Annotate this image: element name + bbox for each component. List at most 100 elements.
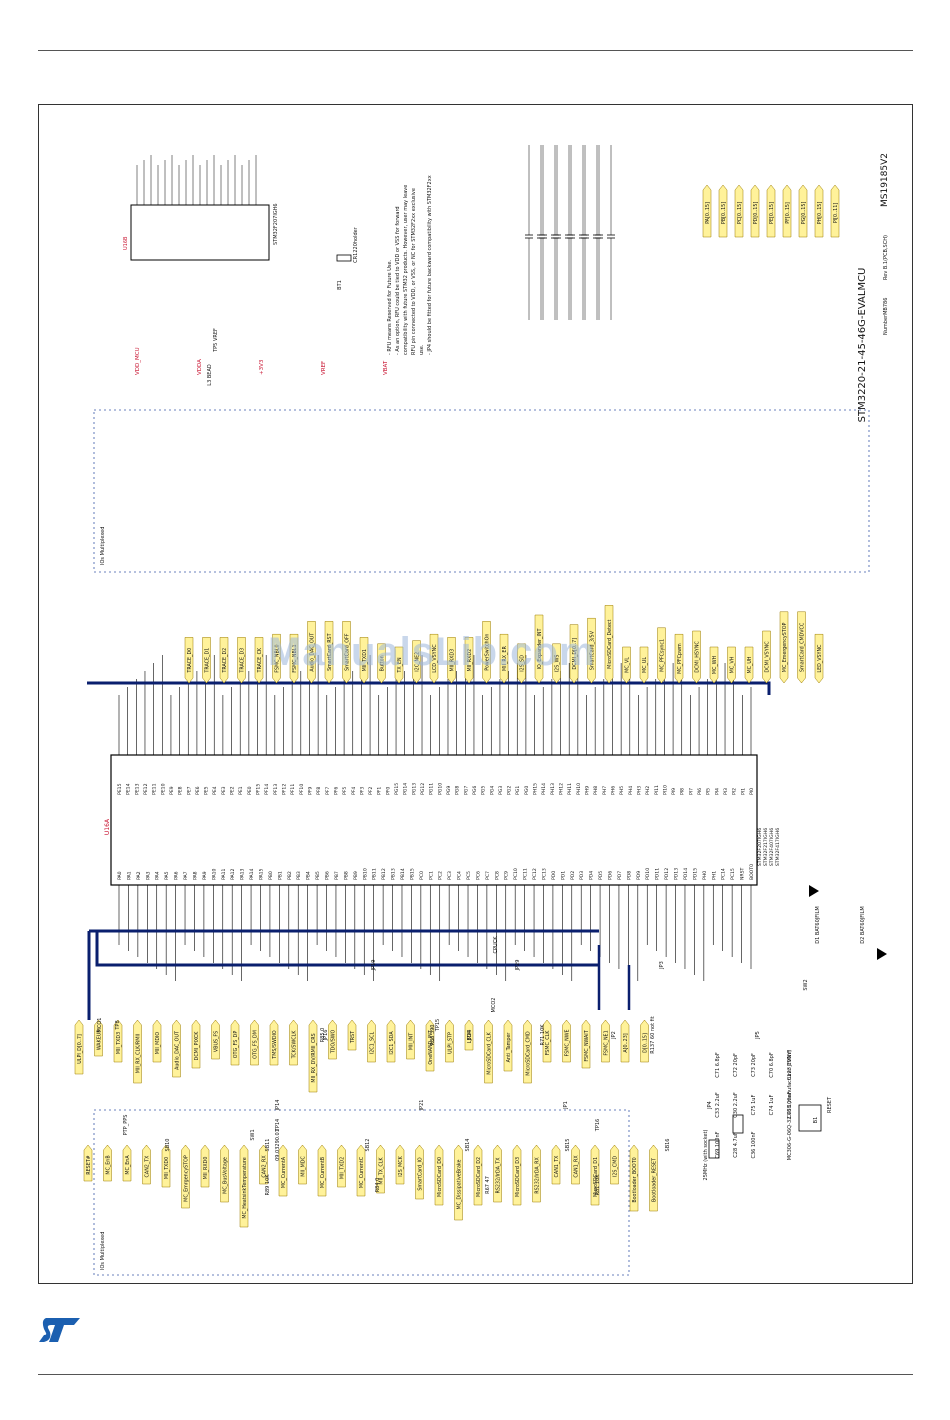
pin-pd5: PD5 (598, 871, 604, 880)
pin-pg10: PG10 (437, 783, 443, 795)
bottom-tag-4: MII_MDIO (155, 1032, 161, 1055)
top-tag-1-flag (202, 637, 211, 684)
pin-pa1: PA1 (126, 871, 132, 880)
pin-pe13: PE13 (134, 783, 140, 795)
reset-button (798, 1104, 822, 1132)
battery-part-label: CR1220holder (353, 226, 359, 263)
top-tag-12: TX_EN (397, 657, 403, 674)
pin-ph11: PH11 (567, 783, 573, 795)
solder-bridge-label: SB16 (665, 1139, 671, 1152)
bottom-tag-14: TRST (350, 1031, 356, 1044)
pin-pf9: PF9 (307, 787, 313, 795)
bottom-tag-50: MicroSDCard_D2 (476, 1157, 482, 1197)
jumper-label: JP3 (659, 961, 665, 970)
bottom-tag-47-flag (415, 1144, 424, 1200)
pin-pg9: PG9 (446, 786, 452, 795)
resistor-label: R71 10K (540, 1024, 546, 1046)
mcu-ref: U16A (104, 818, 111, 835)
top-tag-11: Button (380, 655, 386, 671)
bottom-tag-28-flag (620, 1019, 630, 1063)
bottom-tag-15: I2C1_SCL (370, 1032, 376, 1055)
power-net: VDD_MCU (135, 347, 141, 375)
bottom-tag-59-flag (649, 1144, 658, 1212)
top-tag-17-flag (482, 621, 491, 684)
pin-pg4: PG4 (489, 786, 495, 795)
pin-ph14: PH14 (541, 783, 547, 795)
capacitor-label: C75 1uF (751, 1095, 757, 1116)
bottom-tag-56: MicroSDCard_D1 (593, 1157, 599, 1197)
bottom-tag-9: OTG_FS_DM (253, 1030, 259, 1059)
top-tag-16-flag (464, 637, 474, 684)
jumper-label: JP2 (611, 1031, 617, 1040)
pin-pg0: PG0 (524, 786, 530, 795)
port-tag-7-flag (814, 184, 824, 238)
top-tag-11-flag (377, 643, 386, 684)
pin-pc0: PC0 (419, 871, 425, 880)
top-tag-30: MC_WH (712, 655, 718, 674)
top-tag-4: TRACE_CK (257, 647, 263, 673)
bottom-tag-5: Audio_DAC_OUT (175, 1031, 181, 1070)
capacitor-label: C68 100nF (787, 1091, 793, 1118)
bottom-tag-22-flag (503, 1019, 513, 1072)
pin-ph10: PH10 (576, 783, 582, 795)
top-tag-33-flag (762, 630, 771, 684)
bottom-tag-32-flag (122, 1144, 132, 1182)
bottom-tag-56-flag (590, 1144, 600, 1206)
mcu-variant: STM32F207IGH6 (757, 828, 763, 866)
design-note: - RFU means Reserved for Future Use. (387, 259, 393, 355)
top-tag-8-flag (324, 621, 334, 684)
test-point-label: TP16 (595, 1119, 601, 1132)
mcu-variant: STM32F217IGH6 (763, 828, 769, 866)
bottom-tag-55-flag (571, 1144, 580, 1185)
sheet-number: NumberMB786 (883, 298, 889, 335)
pin-pd14: PD14 (683, 868, 689, 880)
top-tag-23: SmartCard_3/5V (590, 630, 596, 670)
bottom-tag-1: WAKEUP (97, 1030, 103, 1050)
top-tag-22-flag (569, 624, 579, 684)
pin-pe4: PE4 (212, 786, 218, 795)
solder-bridge-label: SB11 (265, 1139, 271, 1152)
sheet-revision: Rev B.1(PCB,SCH) (883, 235, 889, 280)
pin-pf0: PF0 (385, 787, 391, 795)
pin-pa12: PA12 (230, 868, 236, 880)
top-tag-5-flag (272, 633, 281, 684)
bottom-tag-21: MicroSDCard_CLK (487, 1031, 493, 1074)
top-tag-35: SmartCard_CMDVCC (800, 622, 806, 672)
bottom-tag-45: MII_TX_CLK (379, 1157, 385, 1185)
bottom-tag-38: MC_HeatsinkTemperature (242, 1157, 248, 1218)
jumper-label: JP16 (323, 1030, 329, 1042)
pin-pd6: PD6 (608, 871, 614, 880)
top-tag-12-flag (394, 646, 404, 684)
top-tag-0-flag (184, 637, 194, 684)
top-tag-10: MII_TXD1 (362, 649, 368, 671)
bottom-tag-18-flag (425, 1019, 435, 1072)
bottom-tag-42: MC_CurrentB (320, 1157, 326, 1188)
top-tag-21-flag (552, 643, 561, 684)
resistor-label: R86 390 (430, 1025, 436, 1046)
pin-pb7: PB7 (334, 871, 340, 880)
diode-d2-icon (877, 948, 887, 960)
pin-pf4: PF4 (351, 787, 357, 795)
pin-pg1: PG1 (515, 786, 521, 795)
pin-pg13: PG13 (411, 783, 417, 795)
pin-ph7: PH7 (602, 786, 608, 795)
bottom-tag-32: MC_EnA (125, 1155, 131, 1175)
pin-pa5: PA5 (164, 871, 170, 880)
bottom-tag-7-flag (211, 1019, 220, 1060)
pin-pa6: PA6 (174, 871, 180, 880)
bottom-tag-53: RS232/IrDA_RX (535, 1157, 541, 1194)
bottom-tag-49-flag (454, 1144, 463, 1221)
bottom-tag-57-flag (610, 1144, 619, 1185)
pin-pd4: PD4 (589, 871, 595, 880)
resistor-label: R137 60 not fit (650, 1016, 656, 1053)
pin-pa8: PA8 (192, 871, 198, 880)
bottom-tag-26: FSMC_NWAIT (584, 1030, 590, 1061)
pin-pb11: PB11 (372, 868, 378, 880)
pin-pd8: PD8 (626, 871, 632, 880)
pin-pb5: PB5 (315, 871, 321, 880)
pin-ph3: PH3 (636, 786, 642, 795)
header-rule (38, 50, 913, 51)
